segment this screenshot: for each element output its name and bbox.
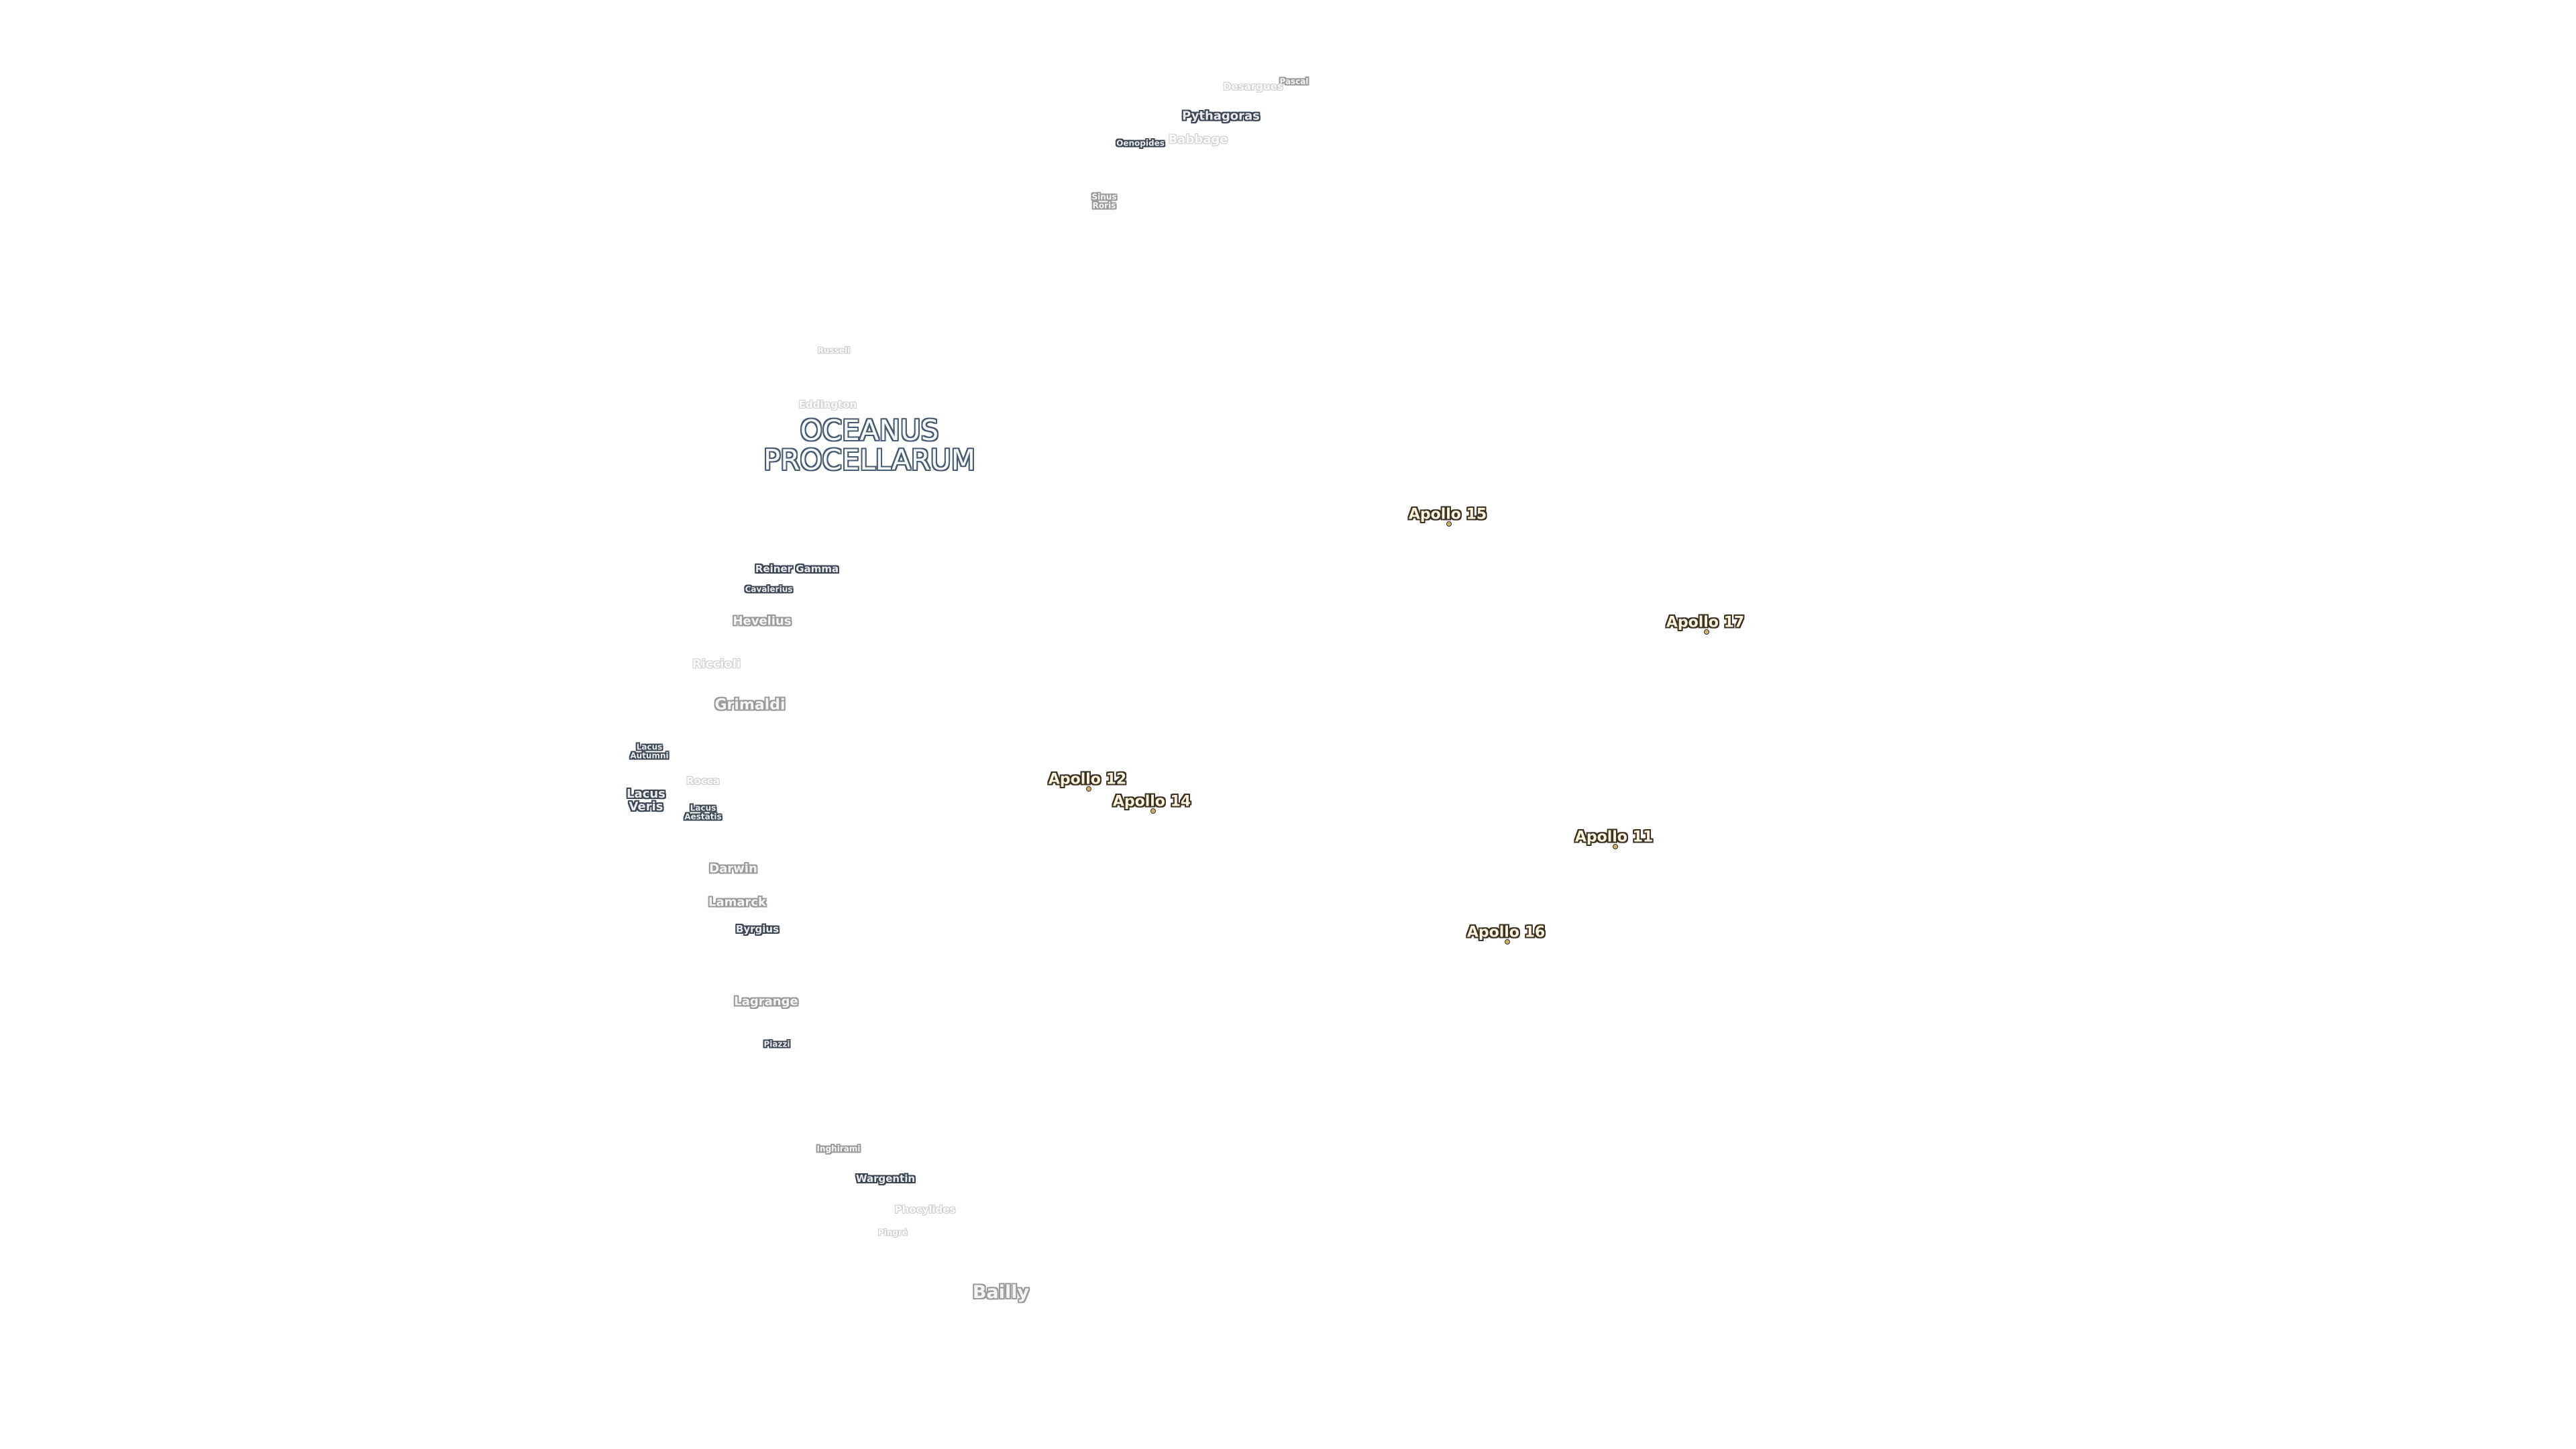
apollo-15-marker-icon[interactable] <box>1446 521 1452 527</box>
apollo-site-label-17[interactable]: Apollo 17 <box>1666 614 1745 631</box>
apollo-site-label-15[interactable]: Apollo 15 <box>1408 506 1487 523</box>
crater-label-russell[interactable]: Russell <box>817 345 851 356</box>
crater-label-oenopides[interactable]: Oenopides <box>1116 138 1165 148</box>
crater-label-piazzi[interactable]: Piazzi <box>763 1039 790 1049</box>
apollo-site-label-14[interactable]: Apollo 14 <box>1112 793 1191 810</box>
crater-label-lagrange[interactable]: Lagrange <box>734 994 798 1009</box>
crater-label-reiner-gamma[interactable]: Reiner Gamma <box>755 563 839 576</box>
apollo-11-marker-icon[interactable] <box>1613 844 1618 849</box>
apollo-12-marker-icon[interactable] <box>1086 786 1091 792</box>
crater-label-inghirami[interactable]: Inghirami <box>816 1144 861 1154</box>
apollo-17-marker-icon[interactable] <box>1704 629 1709 635</box>
apollo-site-label-11[interactable]: Apollo 11 <box>1574 828 1654 846</box>
crater-label-pascal[interactable]: Pascal <box>1279 76 1309 87</box>
apollo-site-label-16[interactable]: Apollo 16 <box>1466 924 1546 941</box>
crater-label-bailly[interactable]: Bailly <box>972 1281 1030 1303</box>
crater-label-eddington[interactable]: Eddington <box>798 398 857 411</box>
mare-label-lacus-autumni[interactable]: Lacus Autumni <box>630 742 669 760</box>
apollo-16-marker-icon[interactable] <box>1505 939 1510 945</box>
mare-label-sinus-roris[interactable]: Sinus Roris <box>1091 192 1117 210</box>
crater-label-phocylides[interactable]: Phocylides <box>894 1203 956 1216</box>
crater-label-grimaldi[interactable]: Grimaldi <box>714 696 786 714</box>
apollo-site-label-12[interactable]: Apollo 12 <box>1048 771 1127 788</box>
crater-label-pythagoras[interactable]: Pythagoras <box>1182 109 1260 123</box>
crater-label-cavalerius[interactable]: Cavalerius <box>745 584 793 594</box>
crater-label-riccioli[interactable]: Riccioli <box>692 657 741 672</box>
mare-label-oceanus-procellarum[interactable]: OCEANUS PROCELLARUM <box>763 413 976 476</box>
crater-label-lamarck[interactable]: Lamarck <box>708 895 767 910</box>
crater-label-rocca[interactable]: Rocca <box>686 775 720 788</box>
mare-label-lacus-veris[interactable]: Lacus Veris <box>627 787 665 814</box>
crater-label-darwin[interactable]: Darwin <box>709 861 757 876</box>
crater-label-desargues[interactable]: Desargues <box>1223 80 1283 93</box>
apollo-14-marker-icon[interactable] <box>1150 808 1156 814</box>
crater-label-wargentin[interactable]: Wargentin <box>855 1173 916 1185</box>
crater-label-pingre[interactable]: Pingré <box>877 1228 908 1238</box>
mare-label-lacus-aestatis[interactable]: Lacus Aestatis <box>684 803 722 821</box>
crater-label-byrgius[interactable]: Byrgius <box>735 923 780 936</box>
crater-label-hevelius[interactable]: Hevelius <box>733 614 792 629</box>
crater-label-babbage[interactable]: Babbage <box>1168 132 1228 147</box>
